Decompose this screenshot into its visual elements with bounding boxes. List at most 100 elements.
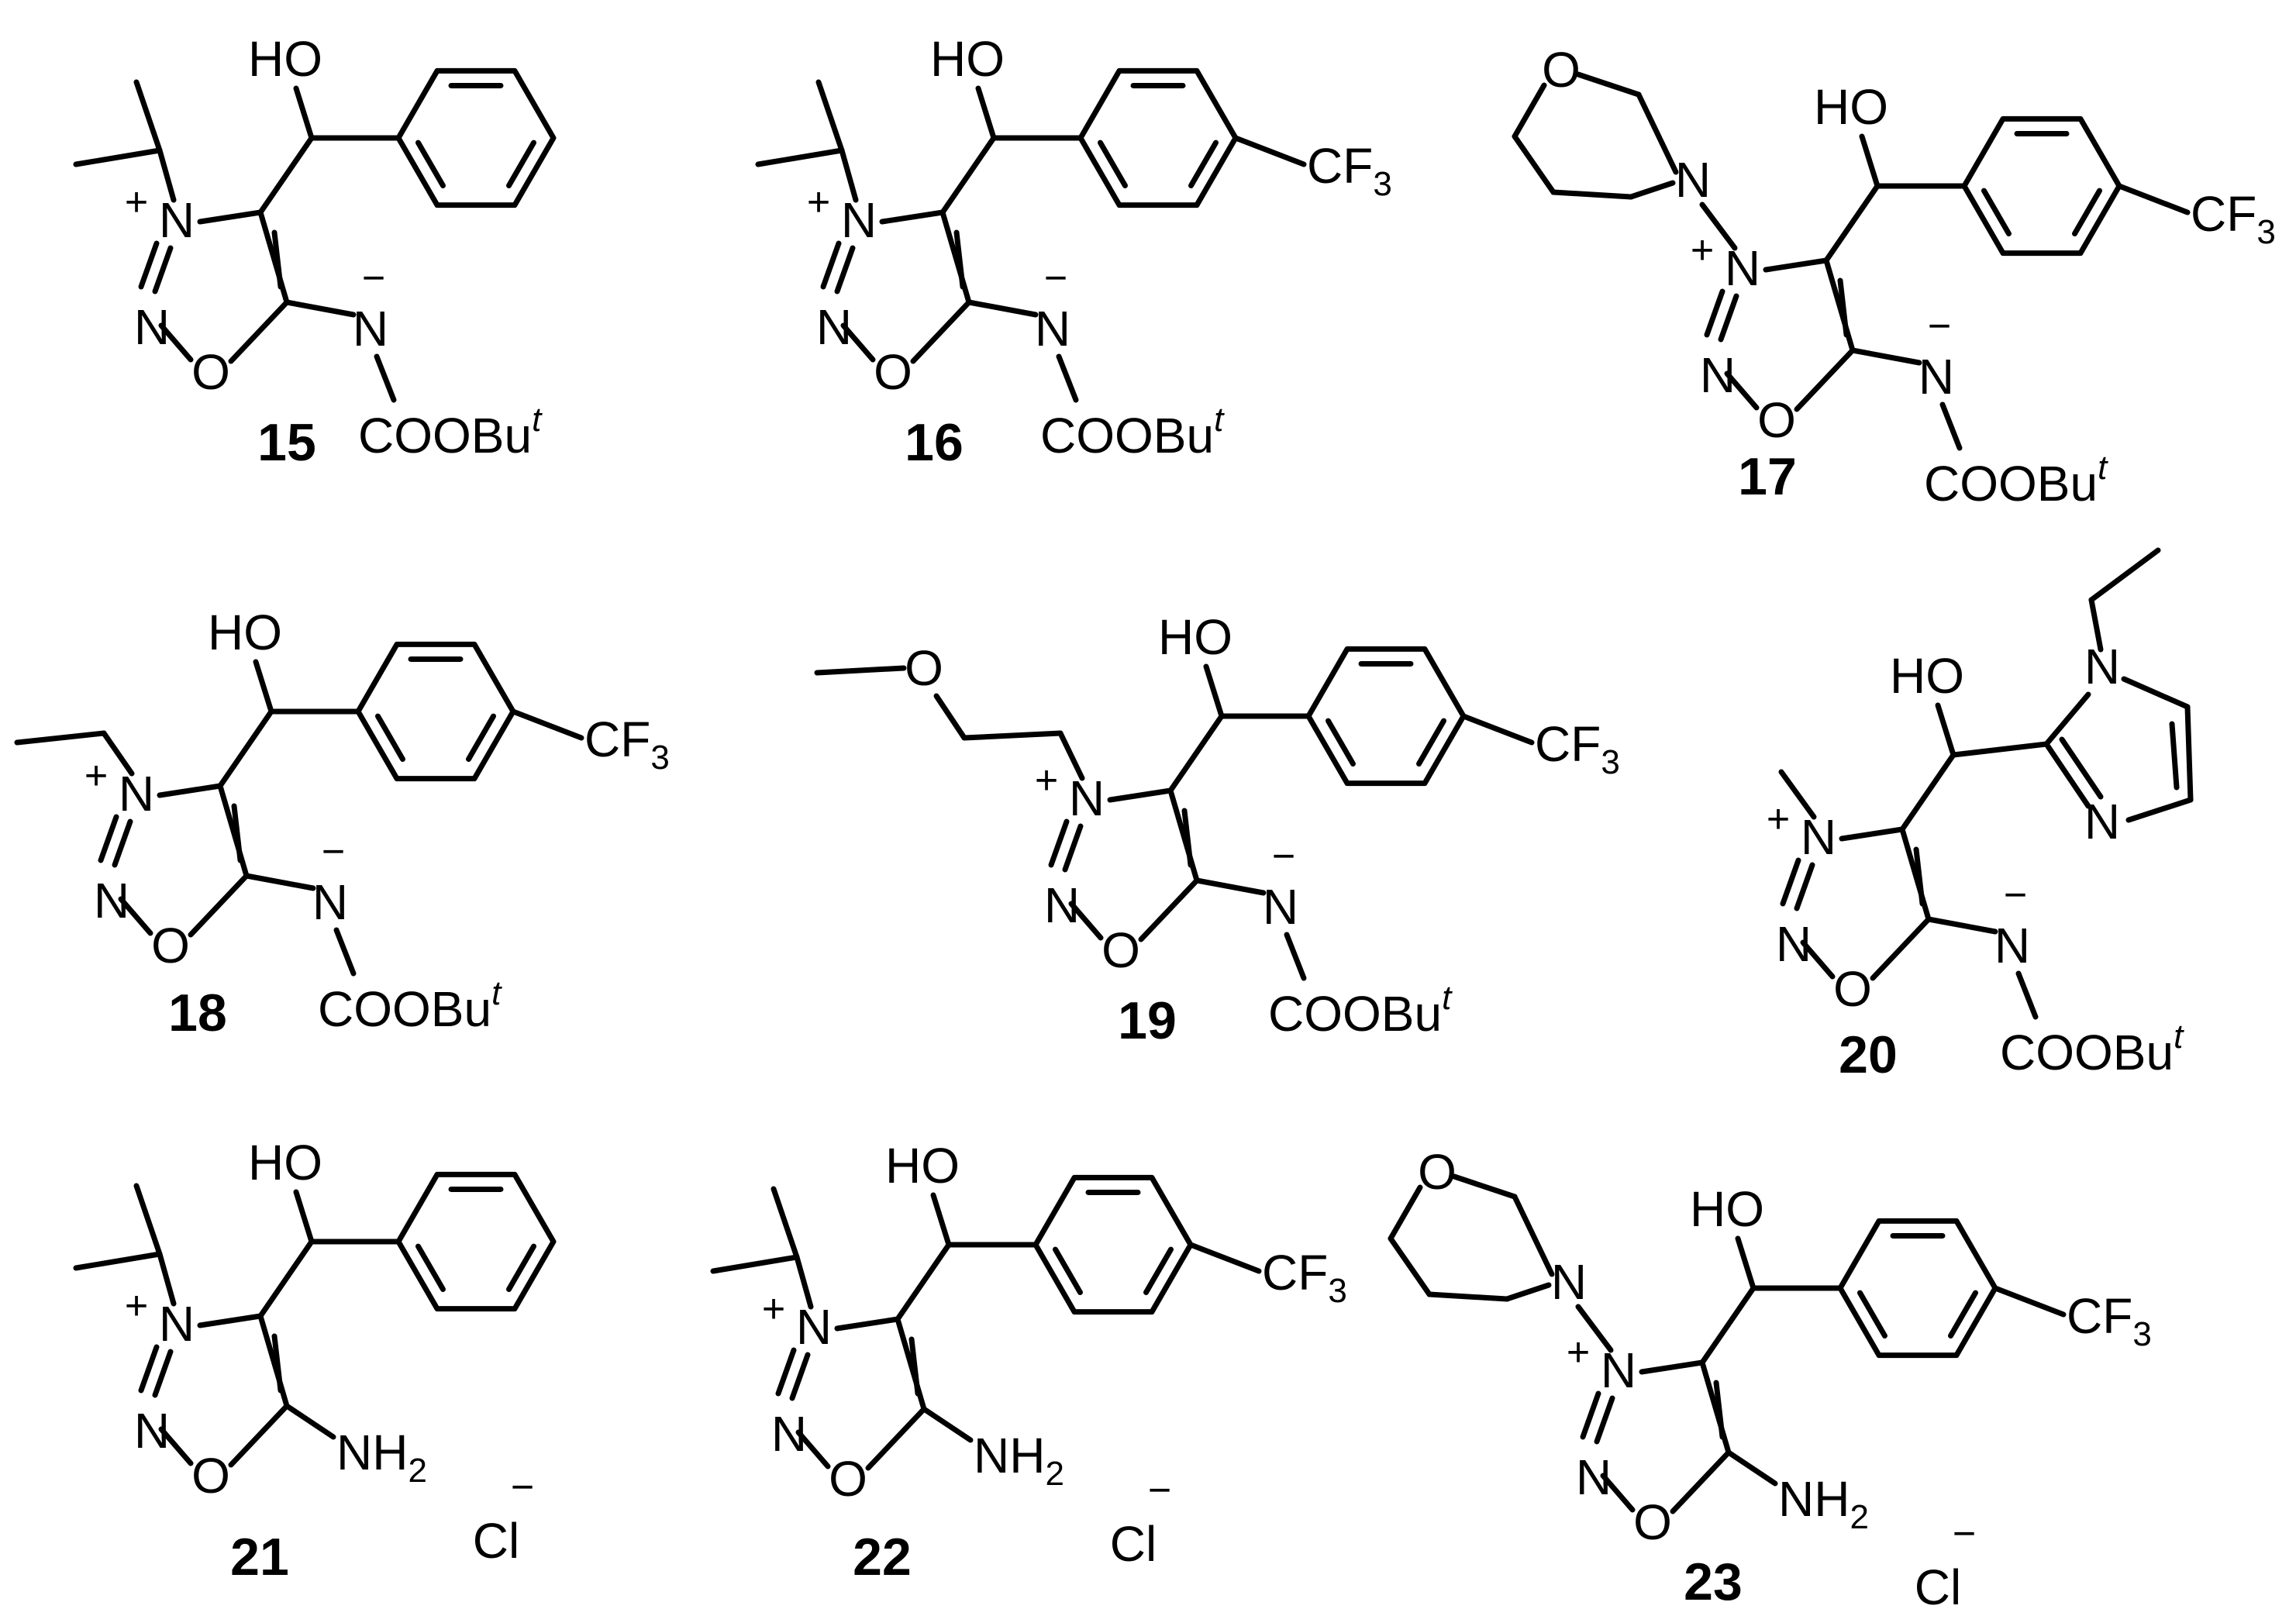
compound-number: 19 (1118, 991, 1177, 1050)
cf3-group: CF3 (1262, 1245, 1347, 1310)
boc-group-superscript: t (1442, 979, 1453, 1017)
benzene-ring (1077, 67, 1239, 208)
imidazole-nitrogen-3: N (2084, 794, 2120, 849)
carbamate-nitrogen: N (1035, 301, 1070, 357)
hydroxyl-label: HO (1690, 1181, 1764, 1237)
bond (961, 730, 1064, 741)
chloride-counterion: Cl (1110, 1516, 1157, 1572)
plus-charge: + (125, 180, 148, 225)
bond (243, 873, 316, 891)
cf3-bond (510, 708, 584, 741)
ring-bond (197, 1313, 264, 1328)
ring-nitrogen-3: N (796, 1299, 832, 1355)
ring-oxygen: O (151, 918, 190, 973)
benzene-ring (355, 641, 516, 782)
ring-bond (1763, 257, 1829, 273)
bond (1725, 1449, 1778, 1487)
minus-charge: − (322, 829, 345, 874)
bond (73, 1251, 163, 1271)
cf3-group-main: CF (2191, 186, 2256, 242)
ring-double-bond (1794, 862, 1815, 911)
ring-double-bond (1048, 818, 1070, 868)
bond (1950, 741, 2050, 758)
plus-charge: + (762, 1287, 785, 1332)
ring-double-bond (112, 818, 133, 868)
ring-oxygen: O (1833, 961, 1872, 1017)
plus-charge: + (1691, 228, 1714, 273)
imidazole-bond (2125, 797, 2194, 823)
bond (133, 79, 163, 153)
cf3-group: CF3 (1307, 138, 1392, 203)
boc-group-superscript: t (1214, 401, 1225, 439)
boc-group: COOBut (1040, 401, 1225, 463)
bond (1699, 1285, 1756, 1366)
cf3-group-subscript: 3 (1373, 165, 1391, 203)
plus-charge: + (1035, 758, 1058, 803)
ring-bond (840, 322, 876, 363)
cf3-bond (1188, 1242, 1262, 1274)
ring-bond (879, 209, 946, 225)
benzene-ring (1305, 646, 1467, 787)
compound-number: 15 (257, 413, 316, 472)
cf3-group-subscript: 3 (2132, 1315, 2151, 1353)
carbamate-nitrogen: N (1919, 349, 1954, 405)
bond (939, 135, 997, 215)
cf3-bond (1232, 135, 1307, 167)
hydroxyl-bond (1735, 1235, 1756, 1291)
bond (710, 1254, 800, 1274)
ring-bond (257, 1313, 290, 1409)
ring-bond (910, 299, 972, 364)
minus-charge: − (2004, 873, 2027, 918)
aromatic-double-bond (466, 713, 496, 762)
ring-bond (1899, 826, 1932, 922)
bond (2015, 970, 2039, 1020)
morpholine-bond (1504, 1282, 1552, 1302)
ring-bond (1870, 916, 1932, 981)
ring-double-bond (98, 814, 119, 863)
ring-double-bond (1181, 808, 1194, 868)
compound-number: 22 (853, 1528, 912, 1587)
chloride-counterion: Cl (473, 1513, 519, 1569)
amine-group-subscript: 2 (408, 1452, 426, 1490)
ring-nitrogen-3: N (1725, 240, 1760, 296)
bond (284, 1403, 336, 1440)
morpholine-nitrogen: N (1551, 1254, 1587, 1310)
bond (133, 1183, 163, 1257)
ring-bond (228, 1403, 290, 1468)
boc-group-main: COOBu (1040, 408, 1214, 463)
cf3-group-subscript: 3 (1601, 743, 1619, 781)
ring-bond (1639, 1359, 1705, 1375)
ring-nitrogen-3: N (159, 1296, 195, 1352)
aromatic-double-bond (1326, 718, 1356, 767)
compound-number: 16 (905, 413, 964, 472)
cf3-group-main: CF (2067, 1288, 2132, 1344)
bond (794, 1254, 814, 1310)
boc-group: COOBut (2000, 1018, 2184, 1080)
ring-double-bond (138, 1344, 160, 1394)
morpholine-bond (1388, 1235, 1432, 1297)
hydroxyl-bond (253, 659, 274, 715)
morpholine-bond (1550, 189, 1634, 200)
aromatic-double-bond (1143, 1246, 1174, 1295)
cf3-group: CF3 (1535, 716, 1620, 781)
ring-double-bond (152, 245, 174, 295)
ring-double-bond (1780, 857, 1801, 907)
aromatic-double-bond (506, 140, 536, 188)
ring-double-bond (834, 245, 856, 295)
cf3-group-subscript: 3 (1328, 1272, 1346, 1310)
ring-nitrogen-3: N (119, 766, 154, 822)
ring-bond (1794, 347, 1856, 412)
bond (1778, 769, 1817, 820)
boc-group: COOBut (358, 401, 543, 463)
ring-double-bond (152, 1349, 174, 1398)
aromatic-double-bond (1981, 188, 2012, 236)
minus-charge: − (1928, 304, 1951, 349)
imidazole-bond (2121, 676, 2191, 710)
bond (374, 353, 397, 403)
imidazole-double-bond (2169, 721, 2180, 791)
bond (1850, 347, 1922, 366)
hydroxyl-label: HO (208, 605, 282, 660)
bond (815, 79, 845, 153)
